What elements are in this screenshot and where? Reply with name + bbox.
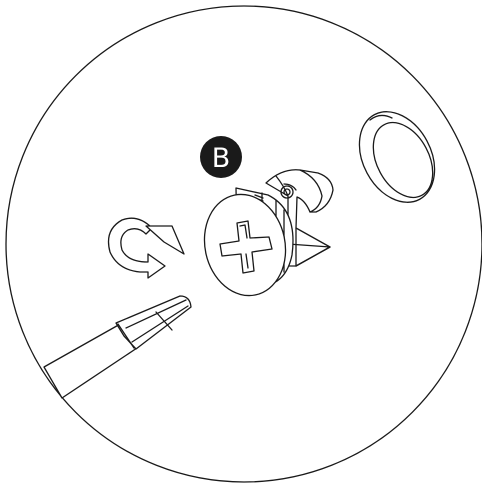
rotation-arrow-icon <box>109 218 185 278</box>
step-badge-label: B <box>212 143 231 174</box>
step-badge: B <box>200 136 242 178</box>
cam-lock-fitting-icon <box>195 170 333 303</box>
drilled-hole-icon <box>344 99 449 216</box>
screwdriver-icon <box>44 296 191 398</box>
